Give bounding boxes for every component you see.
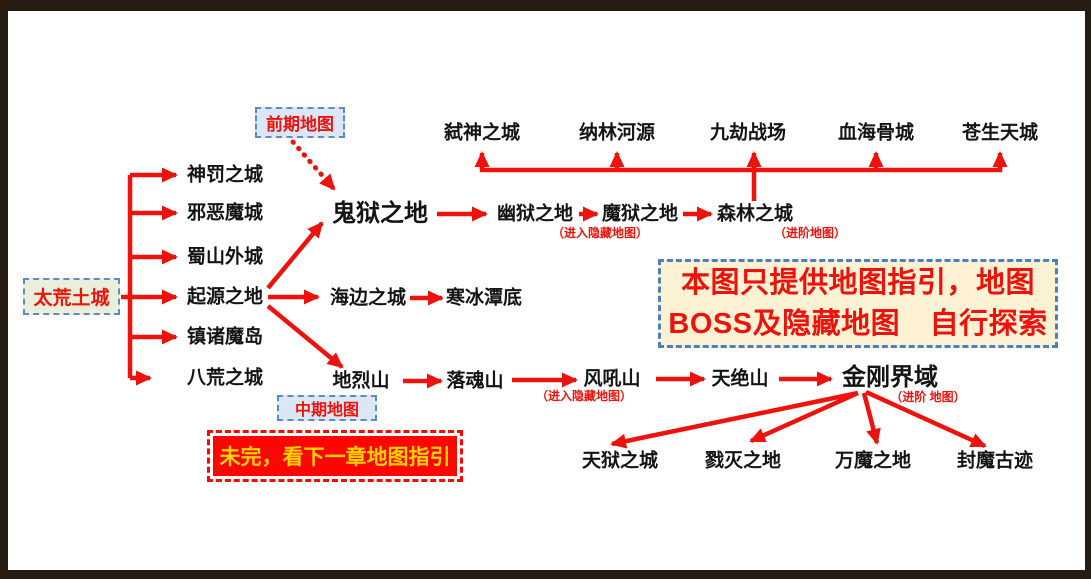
map-node-xuehai: 血海骨城: [837, 122, 915, 144]
map-node-zhenzhu: 镇诸魔岛: [186, 326, 264, 348]
map-node-bahuang: 八荒之城: [186, 367, 264, 389]
tag-early-map: 前期地图: [255, 107, 345, 138]
arrow-jingang-wanmo: [861, 392, 881, 445]
arrow-jingang-fengmo: [865, 389, 987, 449]
annotation-hidden-map-moyu: （进入隐藏地图）: [551, 226, 649, 240]
arrow-jingang-lumie: [749, 390, 859, 444]
map-node-dilie: 地烈山: [332, 370, 390, 392]
map-node-xieemo: 邪恶魔城: [186, 202, 264, 224]
map-node-luohun: 落魂山: [446, 370, 504, 392]
annotation-advanced-map-senlin: （进阶地图）: [773, 226, 847, 240]
map-node-fengmo: 封魔古迹: [956, 450, 1034, 472]
continue-box: 未完，看下一章地图指引: [207, 430, 463, 482]
map-node-cangsheng: 苍生天城: [961, 122, 1039, 144]
frame-left: [0, 0, 8, 579]
map-node-tianjue: 天绝山: [711, 368, 769, 390]
map-node-jingang: 金刚界域: [842, 364, 938, 391]
arrow-jingang-tianyu: [610, 390, 859, 449]
map-node-shenfa: 神罚之城: [186, 164, 264, 186]
dotted-arrow-earlymap-guiyu: [290, 139, 337, 192]
arrow-qiyuan-dilie: [266, 304, 344, 369]
map-node-tianyu: 天狱之城: [581, 450, 659, 472]
frame-top: [0, 0, 1091, 11]
notice-line-1: 本图只提供地图指引，地图: [680, 267, 1035, 300]
map-node-jiujie: 九劫战场: [709, 122, 787, 144]
map-node-hanbing: 寒冰潭底: [445, 287, 523, 309]
notice-box: 本图只提供地图指引，地图 BOSS及隐藏地图 自行探索: [658, 259, 1058, 348]
map-node-youyu: 幽狱之地: [496, 203, 574, 225]
tag-early-map-label: 前期地图: [266, 115, 334, 134]
map-node-lumie: 戮灭之地: [704, 450, 782, 472]
arrow-qiyuan-guiyu: [266, 221, 324, 290]
map-node-nalin: 纳林河源: [578, 122, 656, 144]
tag-start-city-label: 太荒土城: [33, 288, 110, 309]
map-node-haibian: 海边之城: [329, 287, 407, 309]
annotation-hidden-map-fenghou: （进入隐藏地图）: [535, 389, 633, 403]
map-node-moyu: 魔狱之地: [601, 203, 679, 225]
map-node-shishen: 弑神之城: [443, 122, 521, 144]
map-node-qiyuan: 起源之地: [186, 286, 264, 308]
continue-box-text: 未完，看下一章地图指引: [219, 446, 451, 469]
notice-line-2: BOSS及隐藏地图 自行探索: [668, 307, 1048, 340]
map-node-fenghou: 风吼山: [583, 368, 641, 390]
map-node-guiyu: 鬼狱之地: [332, 200, 428, 227]
map-node-shushan: 蜀山外城: [186, 246, 264, 268]
tag-start-city: 太荒土城: [23, 278, 120, 315]
frame-right: [1085, 0, 1091, 579]
map-node-senlin: 森林之城: [716, 203, 794, 225]
tag-mid-map-label: 中期地图: [294, 402, 359, 419]
map-node-wanmo: 万魔之地: [834, 450, 912, 472]
tag-mid-map: 中期地图: [277, 395, 377, 421]
frame-bottom: [0, 570, 1091, 579]
annotation-advanced-map-jingang: （进阶 地图）: [890, 390, 966, 404]
